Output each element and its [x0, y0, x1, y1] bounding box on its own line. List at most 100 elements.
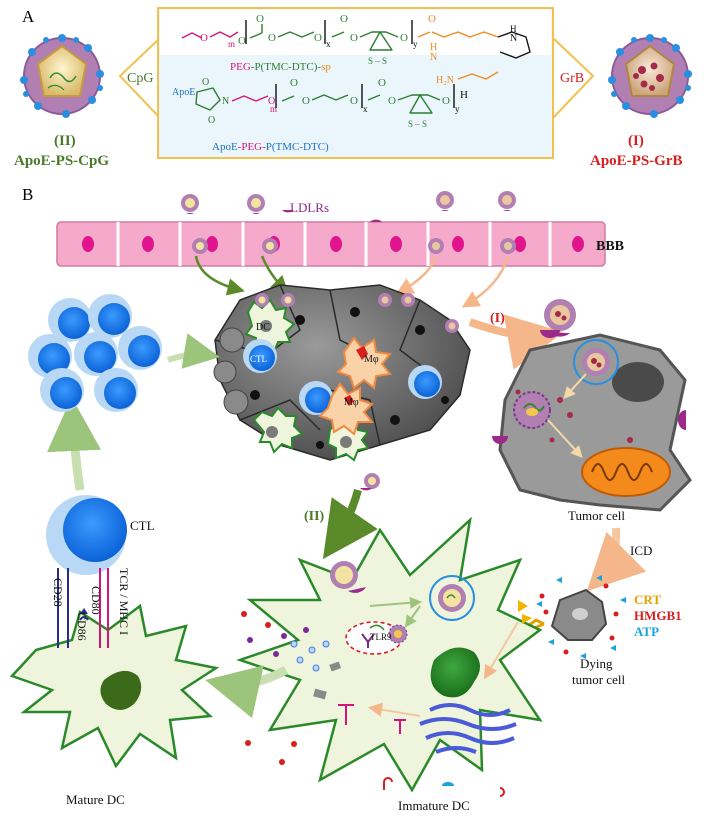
svg-text:N: N [222, 96, 229, 107]
route-one-label: (I) [490, 311, 505, 326]
macrophage-label-2: Mφ [344, 397, 359, 408]
icd-arrow [586, 527, 647, 592]
ctl-in-tumor [243, 339, 442, 415]
tlr9-label: TLR9 [370, 632, 392, 642]
ctl-cell [46, 495, 127, 575]
dying-tumor-cell [527, 575, 626, 659]
maturation-arrow [205, 665, 289, 719]
ldlrs-label: LDLRs [290, 200, 329, 215]
cd86-label: CD86 [75, 612, 89, 641]
svg-text:O: O [200, 32, 208, 44]
amine-h-1: H [430, 42, 437, 53]
svg-text:O: O [268, 32, 276, 44]
polymer-structure-bottom: ApoE O O N O m O O O x O O S – S O y H [172, 77, 468, 129]
cytokines [241, 611, 330, 765]
polymer-structure-top: O O m O O O x O O S – S O y O H N H₂N H … [181, 13, 531, 86]
apoe-dots-left [20, 34, 104, 118]
tcr-label: TCR / MHC I [117, 568, 131, 635]
amine-h-2: H [510, 24, 517, 34]
svg-text:O: O [238, 35, 246, 47]
name-apoe-ps-cpg: ApoE-PS-CpG [14, 153, 109, 169]
transcytosis-arrow-grb-1 [395, 255, 438, 295]
sub-m-top: m [228, 39, 235, 49]
immature-dc [236, 516, 543, 797]
nanoparticle-grb [608, 34, 692, 118]
apoe-tag: ApoE [172, 87, 195, 98]
immune-synapse [57, 568, 109, 648]
dc-in-tumor [244, 298, 370, 462]
sub-y-bottom: y [455, 104, 460, 114]
svg-text:O: O [442, 95, 450, 107]
crt-label: CRT [634, 592, 661, 607]
endoplasmic-reticulum [419, 703, 517, 754]
svg-text:O: O [208, 115, 215, 126]
ctl-infiltration-arrow [166, 333, 220, 369]
amine-h2n: H₂N [436, 75, 454, 86]
sub-x-bottom: x [363, 104, 368, 114]
numeral-ii-top: (II) [54, 133, 76, 149]
svg-text:O: O [350, 32, 358, 44]
immature-dc-label: Immature DC [398, 798, 470, 813]
tumor-surface-nanoparticles [255, 293, 459, 491]
svg-text:O: O [302, 95, 310, 107]
cd28-label: CD28 [51, 578, 65, 607]
svg-text:O: O [290, 77, 298, 89]
ctl-expansion-arrow [47, 397, 102, 491]
mature-dc [9, 603, 220, 769]
disulfide-top: S – S [368, 56, 387, 66]
dying-label-line1: Dying [580, 656, 613, 671]
polymer-bottom-label: ApoE-PEG-P(TMC-DTC) [212, 141, 329, 153]
tumor-cell-label: Tumor cell [568, 508, 625, 523]
icd-label: ICD [630, 543, 652, 558]
svg-text:O: O [340, 13, 348, 25]
polymer-top-label: PEG-P(TMC-DTC)-sp [230, 61, 331, 73]
ctl-small-label: CTL [250, 354, 267, 364]
nanoparticle-cpg [20, 34, 104, 118]
bbb-label: BBB [596, 239, 624, 254]
end-group-h: H [460, 89, 468, 101]
transcytosis-arrow-grb-2 [461, 255, 510, 308]
amine-n-2: N [510, 33, 517, 44]
bbb-nanoparticles [181, 191, 516, 254]
svg-text:O: O [268, 96, 275, 107]
bbb-layer [56, 221, 606, 267]
grb-arrow-label: GrB [560, 71, 584, 86]
ctl-cluster [28, 294, 162, 412]
hmgb1-label: HMGB1 [634, 608, 682, 623]
cpg-arrow-label: CpG [127, 71, 153, 86]
disulfide-bottom: S – S [408, 119, 427, 129]
dc-label: DC [256, 322, 270, 333]
dying-label-line2: tumor cell [572, 672, 625, 687]
svg-text:O: O [256, 13, 264, 25]
route-two-label: (II) [304, 509, 325, 524]
sub-y-top: y [413, 39, 418, 49]
svg-text:O: O [314, 32, 322, 44]
svg-text:O: O [428, 13, 436, 25]
panel-label-a: A [22, 7, 35, 26]
name-apoe-ps-grb: ApoE-PS-GrB [590, 153, 683, 169]
macrophage-label-1: Mφ [364, 354, 379, 365]
transcytosis-arrow-cpg-1 [194, 255, 245, 296]
sub-x-top: x [326, 39, 331, 49]
numeral-i-top: (I) [628, 133, 644, 149]
svg-text:O: O [388, 95, 396, 107]
apoe-dots-right [608, 34, 692, 118]
svg-text:O: O [378, 77, 386, 89]
cd80-label: CD80 [89, 586, 103, 615]
ctl-label: CTL [130, 518, 155, 533]
atp-label: ATP [634, 624, 659, 639]
mature-dc-label: Mature DC [66, 792, 125, 807]
route-one-arrow [468, 314, 564, 370]
tumor-cell-receptors [492, 330, 686, 444]
sub-m-bottom: m [270, 104, 277, 114]
amine-n-1: N [430, 52, 437, 63]
svg-text:O: O [202, 77, 209, 88]
tumor-cell [498, 299, 692, 512]
svg-text:O: O [350, 95, 358, 107]
mitochondrion [581, 447, 671, 497]
incoming-nanoparticle [330, 561, 366, 593]
route-two-arrow [322, 488, 378, 560]
macrophages [318, 336, 392, 436]
